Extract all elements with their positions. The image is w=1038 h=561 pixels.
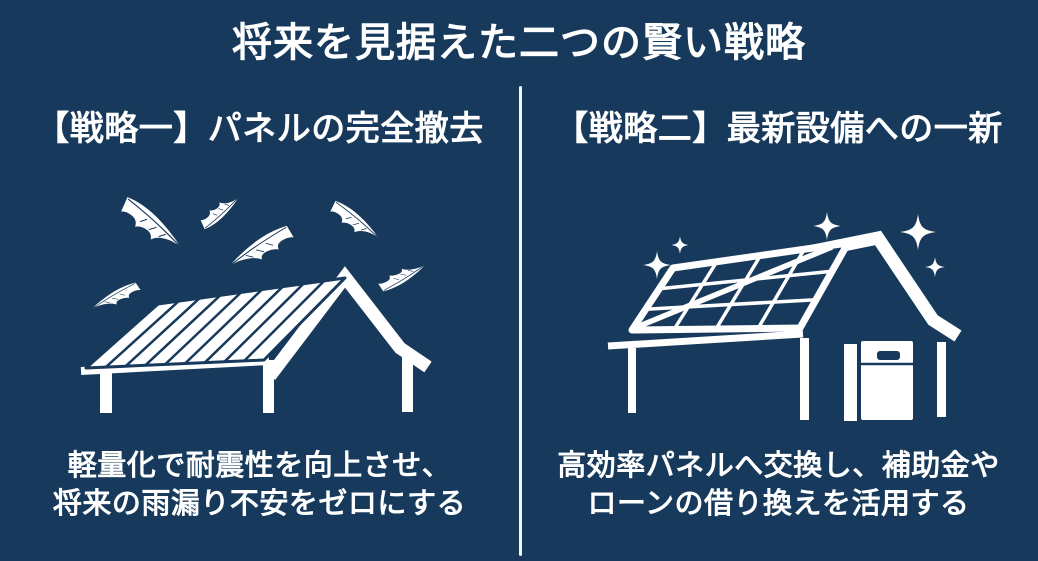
solar-panel-glint	[635, 244, 834, 330]
solar-house-battery-illustration	[607, 212, 962, 421]
battery-unit	[844, 341, 913, 421]
roof-gable-outline	[264, 266, 432, 380]
feather-icon	[120, 196, 182, 248]
feather-icon	[229, 225, 295, 267]
metal-roof-plane	[84, 276, 347, 370]
strategy-two-heading: 【戦略二】最新設備への一新	[554, 111, 1003, 148]
house-eave-beam	[607, 330, 804, 350]
roof-post-right	[402, 354, 413, 412]
feather-icon	[200, 197, 240, 230]
center-divider	[519, 86, 522, 556]
strategy-two-caption: 高効率パネルへ交換し、補助金や ローンの借り換えを活用する	[519, 447, 1038, 523]
house-post-left	[628, 348, 636, 413]
sparkle-icon	[813, 212, 841, 240]
strategy-one-caption: 軽量化で耐震性を向上させ、 将来の雨漏り不安をゼロにする	[0, 447, 519, 523]
bare-roof-feathers-illustration	[80, 196, 432, 413]
roof-seam-stripes	[104, 280, 326, 369]
battery-front	[861, 341, 913, 420]
roof-post-middle	[263, 360, 274, 413]
feather-icon	[377, 264, 427, 292]
strategy-one-heading: 【戦略一】パネルの完全撤去	[35, 111, 484, 148]
house-post-right	[937, 342, 946, 417]
roof-post-left	[100, 369, 112, 413]
caption-line: 軽量化で耐震性を向上させ、	[67, 450, 452, 482]
sparkle-icon	[925, 257, 945, 277]
feather-icon	[91, 282, 142, 309]
caption-line: 将来の雨漏り不安をゼロにする	[52, 488, 467, 520]
page-title: 将来を見据えた二つの賢い戦略	[232, 20, 806, 65]
feather-icon	[329, 200, 380, 239]
house-post-middle	[800, 338, 809, 420]
caption-line: ローンの借り換えを活用する	[587, 488, 970, 520]
sparkle-icon	[671, 236, 689, 254]
battery-side	[844, 344, 857, 421]
sparkle-icon	[900, 214, 936, 250]
battery-vent-slot	[877, 351, 900, 360]
caption-line: 高効率パネルへ交換し、補助金や	[557, 450, 1000, 482]
